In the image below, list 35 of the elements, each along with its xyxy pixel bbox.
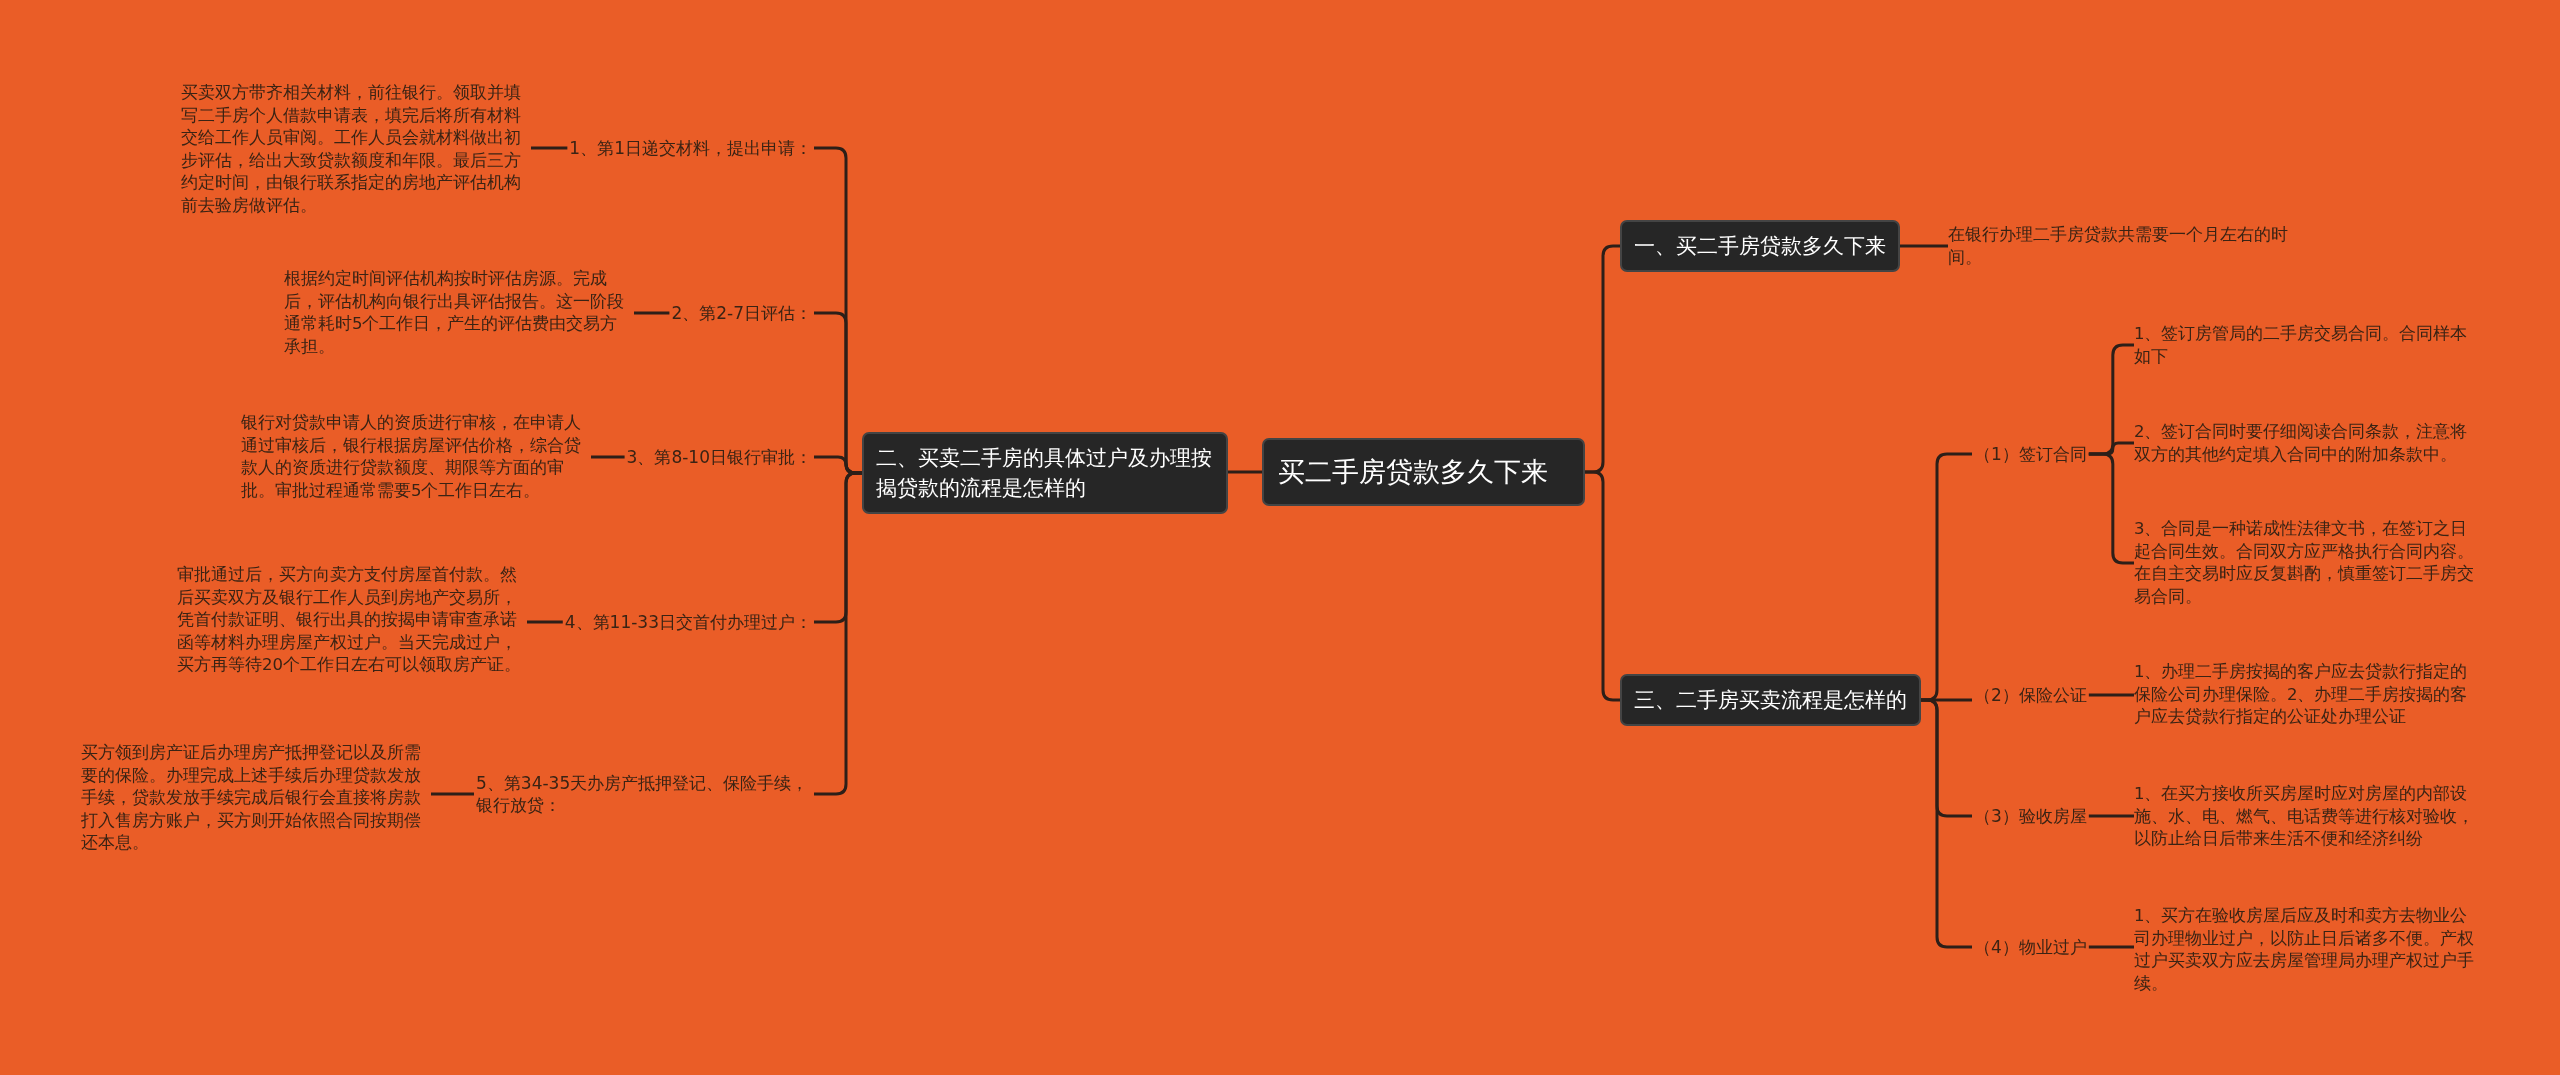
detail-text: 买方领到房产证后办理房产抵押登记以及所需要的保险。办理完成上述手续后办理贷款发放手续，贷款发放手续完成后银行会直接将房款打入售房方账户，买方则开始依照合同按期偿还本息。 [81,740,431,856]
subtopic-text: 4、第11-33日交首付办理过户： [562,609,814,635]
connector-line [2088,945,2134,949]
subtopic-text: （2）保险公证 [1972,682,2089,708]
detail-text: 在银行办理二手房贷款共需要一个月左右的时间。 [1948,222,2308,270]
subtopic-text: 5、第34-35天办房产抵押登记、保险手续，银行放贷： [474,770,814,818]
connector-line [591,455,625,459]
detail-text: 买卖双方带齐相关材料，前往银行。领取并填写二手房个人借款申请表，填完后将所有材料交给工作人员审阅。工作人员会就材料做出初步评估，给出大致贷款额度和年限。最后三方约定时间，由银行联系指定的房地产评估机构前去验房做评估。 [181,80,531,218]
connector-line [2088,693,2134,697]
detail-text: 1、办理二手房按揭的客户应去贷款行指定的保险公司办理保险。2、办理二手房按揭的客户应去贷款行指定的公证处办理公证 [2134,660,2484,730]
connector-line [634,311,670,315]
detail-text: 1、在买方接收所买房屋时应对房屋的内部设施、水、电、燃气、电话费等进行核对验收，以防止给日后带来生活不便和经济纠纷 [2134,782,2484,852]
subtopic-text: （1）签订合同 [1972,441,2089,467]
detail-text: 3、合同是一种诺成性法律文书，在签订之日起合同生效。合同双方应严格执行合同内容。在自主交易时应反复斟酌，慎重签订二手房交易合同。 [2134,517,2484,609]
connector-line [431,792,474,796]
detail-text: 1、签订房管局的二手房交易合同。合同样本如下 [2134,321,2484,369]
detail-text: 审批通过后，买方向卖方支付房屋首付款。然后买卖双方及银行工作人员到房地产交易所，凭首付款证明、银行出具的按揭申请审查承诺函等材料办理房屋产权过户。当天完成过户，买方再等待20个工作日左右可以领取房产证。 [177,562,527,678]
branch-topic-box: 二、买卖二手房的具体过户及办理按揭贷款的流程是怎样的 [862,432,1228,514]
detail-text: 1、买方在验收房屋后应及时和卖方去物业公司办理物业过户，以防止日后诸多不便。产权过户买卖双方应去房屋管理局办理产权过户手续。 [2134,904,2484,996]
subtopic-text: 3、第8-10日银行审批： [624,444,814,470]
connector-line [531,146,568,150]
central-topic-box: 买二手房贷款多久下来 [1262,438,1585,506]
connector-line [1900,244,1948,248]
branch-topic-box: 一、买二手房贷款多久下来 [1620,220,1900,272]
connector-line [527,620,563,624]
connector-line [2088,814,2134,818]
subtopic-text: （4）物业过户 [1972,934,2089,960]
subtopic-text: 2、第2-7日评估： [669,300,814,326]
connector-line [1228,470,1262,474]
detail-text: 2、签订合同时要仔细阅读合同条款，注意将双方的其他约定填入合同中的附加条款中。 [2134,419,2484,467]
subtopic-text: （3）验收房屋 [1972,803,2089,829]
subtopic-text: 1、第1日递交材料，提出申请： [567,135,814,161]
branch-topic-box: 三、二手房买卖流程是怎样的 [1620,674,1921,726]
detail-text: 银行对贷款申请人的资质进行审核，在申请人通过审核后，银行根据房屋评估价格，综合贷款人的资质进行贷款额度、期限等方面的审批。审批过程通常需要5个工作日左右。 [241,411,591,503]
detail-text: 根据约定时间评估机构按时评估房源。完成后，评估机构向银行出具评估报告。这一阶段通常耗时5个工作日，产生的评估费由交易方承担。 [284,267,634,359]
